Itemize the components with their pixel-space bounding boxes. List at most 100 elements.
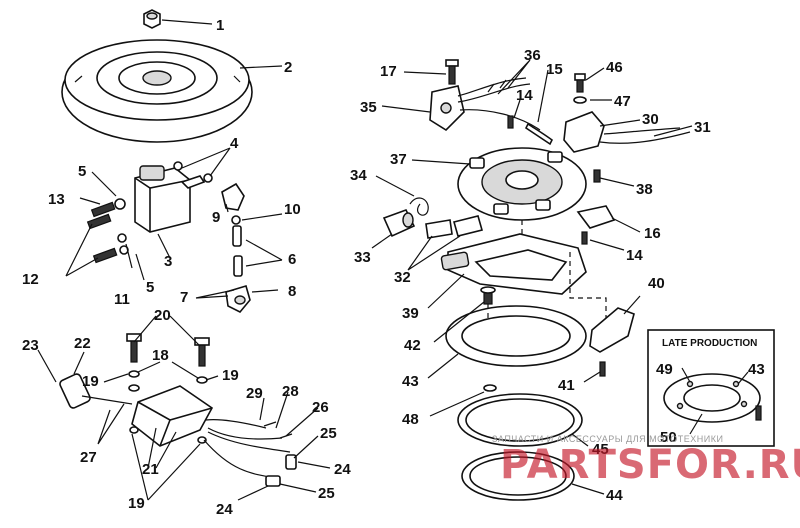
watermark-caption: ЗАПЧАСТИ И АКСЕССУАРЫ ДЛЯ МОТОТЕХНИКИ: [492, 434, 723, 444]
callout-42: 42: [404, 337, 421, 354]
callout-34: 34: [350, 167, 367, 184]
callout-31: 31: [694, 119, 711, 136]
retainer-43: [445, 305, 587, 367]
pack-wires: [203, 419, 297, 487]
callout-18: 18: [152, 347, 169, 364]
callout-22: 22: [74, 335, 91, 352]
callout-44: 44: [606, 487, 623, 504]
pad-40: [589, 307, 635, 353]
callout-32: 32: [394, 269, 411, 286]
coil-boot: [221, 182, 245, 211]
bolt-42: [480, 286, 496, 305]
inset-title: LATE PRODUCTION: [662, 338, 757, 349]
callout-numbers: 1 2 3 4 5 5 6 7 8 9 10 11 12 13 14 14 15…: [22, 17, 765, 518]
callout-35: 35: [360, 99, 377, 116]
ignition-coil: [134, 165, 206, 233]
callout-23: 23: [22, 337, 39, 354]
callout-17: 17: [380, 63, 397, 80]
ring-48: [483, 384, 497, 392]
bolt-46: [574, 73, 586, 93]
leader-lines: [37, 19, 749, 501]
coil-washers: [117, 161, 241, 255]
callout-14-upper: 14: [516, 87, 533, 104]
pack-bolts: [126, 333, 210, 367]
screw-14-top: [507, 115, 514, 129]
callout-41: 41: [558, 377, 575, 394]
power-pack: [131, 385, 214, 447]
callout-27: 27: [80, 449, 97, 466]
switch-30: [563, 111, 691, 153]
callout-4: 4: [230, 135, 239, 152]
callout-21: 21: [142, 461, 159, 478]
callout-45: 45: [592, 441, 609, 458]
callout-38: 38: [636, 181, 653, 198]
assembly-dashed-lines: [487, 220, 607, 320]
callout-14-lower: 14: [626, 247, 643, 264]
callout-43: 43: [402, 373, 419, 390]
washer-47: [573, 96, 587, 104]
callout-15: 15: [546, 61, 563, 78]
callout-8: 8: [288, 283, 296, 300]
watermark: ЗАПЧАСТИ И АКСЕССУАРЫ ДЛЯ МОТОТЕХНИКИ PA…: [492, 434, 800, 488]
ring-45: [457, 393, 583, 447]
sensor-35: [429, 85, 465, 132]
sensor-wires-36: [457, 77, 541, 131]
callout-48: 48: [402, 411, 419, 428]
callout-20: 20: [154, 307, 171, 324]
callout-19-left: 19: [82, 373, 99, 390]
callout-11: 11: [114, 291, 130, 308]
callout-12: 12: [22, 271, 39, 288]
screw-41: [599, 361, 606, 377]
coil-screw-12: [86, 213, 118, 264]
callout-7: 7: [180, 289, 188, 306]
callout-24-right: 24: [334, 461, 351, 478]
timer-base-37: [457, 147, 587, 221]
callout-25-upper: 25: [320, 425, 337, 442]
callout-5-upper: 5: [78, 163, 86, 180]
callout-28: 28: [282, 383, 299, 400]
callout-9: 9: [212, 209, 220, 226]
callout-3: 3: [164, 253, 172, 270]
callout-19-right: 19: [222, 367, 239, 384]
late-production-inset: [647, 329, 775, 447]
screw-17: [445, 59, 459, 85]
callout-33: 33: [354, 249, 371, 266]
lever-16: [576, 205, 616, 229]
callout-49: 49: [656, 361, 673, 378]
callout-37: 37: [390, 151, 407, 168]
callout-50: 50: [660, 429, 677, 446]
callout-30: 30: [642, 111, 659, 128]
callout-6: 6: [288, 251, 296, 268]
callout-47: 47: [614, 93, 631, 110]
flywheel-nut: [143, 9, 161, 29]
terminal-sleeves: [232, 225, 243, 277]
sleeve-32: [425, 215, 483, 239]
ring-44: [461, 451, 575, 501]
callout-40: 40: [648, 275, 665, 292]
callout-36: 36: [524, 47, 541, 64]
callout-16: 16: [644, 225, 661, 242]
watermark-brand: PARTSFOR.RU: [500, 442, 800, 488]
armature-plate-39: [440, 233, 587, 295]
screw-14-bottom: [581, 231, 588, 245]
callout-26: 26: [312, 399, 329, 416]
callout-43-inset: 43: [748, 361, 765, 378]
callout-39: 39: [402, 305, 419, 322]
screw-38: [593, 169, 601, 183]
flywheel: [61, 39, 253, 143]
callout-25-lower: 25: [318, 485, 335, 502]
coil-screw-13: [90, 198, 126, 218]
callout-24-bottom: 24: [216, 501, 233, 518]
coupling-33: [382, 209, 416, 238]
callout-1: 1: [216, 17, 224, 34]
spark-plug-boot: [225, 285, 251, 313]
callout-2: 2: [284, 59, 292, 76]
callout-10: 10: [284, 201, 301, 218]
callout-13: 13: [48, 191, 65, 208]
callout-29: 29: [246, 385, 263, 402]
callout-46: 46: [606, 59, 623, 76]
callout-5-lower: 5: [146, 279, 154, 296]
power-pack-plug: [59, 373, 133, 409]
callout-19-bottom: 19: [128, 495, 145, 512]
